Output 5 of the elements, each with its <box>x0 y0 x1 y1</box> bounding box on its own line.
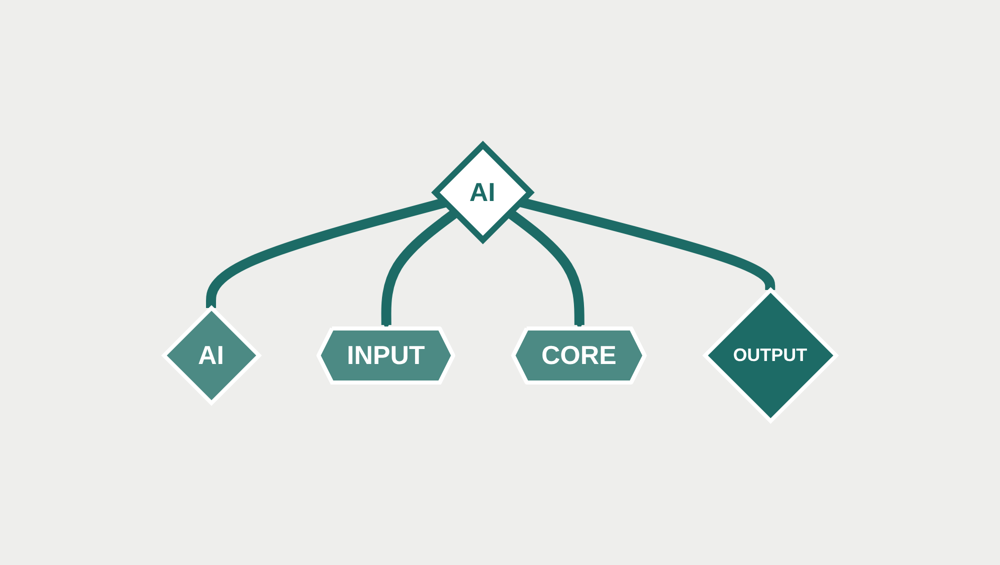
connector <box>519 196 776 290</box>
node-diamond: OUTPUT <box>702 286 839 424</box>
node-diamond: AI <box>161 304 262 406</box>
connector <box>206 197 446 308</box>
node-diamond: AI <box>431 140 535 244</box>
